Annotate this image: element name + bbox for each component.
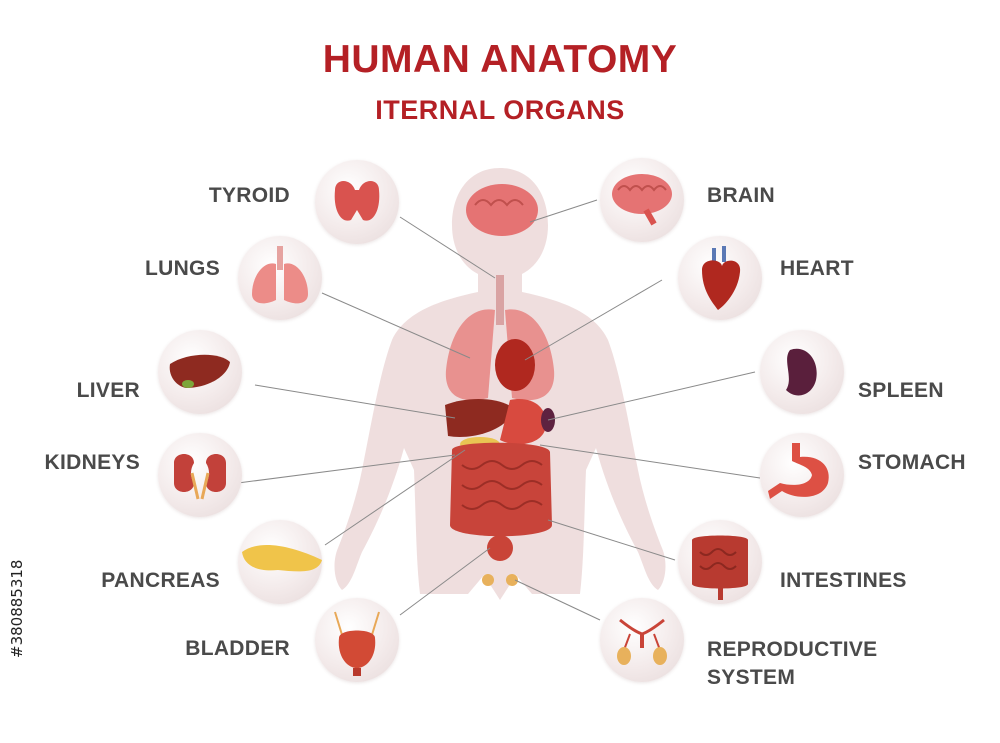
label-stomach: STOMACH [858,451,966,474]
stock-id-text: #380885318 [8,559,26,658]
heart-icon [702,246,741,310]
label-reproductive-line2: SYSTEM [707,666,796,689]
line-tyroid [399,216,496,279]
line-bladder [399,547,491,616]
label-reproductive-line1: REPRODUCTIVE [707,638,878,661]
intestines-circle [678,520,762,604]
spleen-circle [760,330,844,414]
line-reproductive [514,579,601,621]
body-testis-left [482,574,494,586]
liver-circle [158,330,242,414]
spleen-icon [786,348,817,396]
liver-icon [169,354,230,388]
silhouette-shape [334,168,666,600]
stock-id-watermark: #380885318 [8,498,32,658]
tyroid-circle [315,160,399,244]
reproductive-circle [600,598,684,682]
stomach-icon [768,443,829,499]
label-brain: BRAIN [707,184,775,207]
line-stomach [539,444,761,479]
page-subtitle: ITERNAL ORGANS [375,95,625,125]
label-kidneys: KIDNEYS [44,451,140,474]
brain-icon [612,174,672,226]
page-title: HUMAN ANATOMY [322,38,678,81]
label-lungs: LUNGS [145,257,220,280]
body-brain [466,184,538,236]
label-liver: LIVER [76,379,140,402]
line-pancreas [324,449,466,546]
body-intestine-coils [461,460,543,510]
label-heart: HEART [780,257,854,280]
body-stomach [500,399,546,445]
line-lungs [321,292,471,359]
body-brain-folds [474,199,524,207]
pancreas-circle [238,520,322,604]
label-intestines: INTESTINES [780,569,907,592]
label-bladder: BLADDER [185,637,290,660]
lungs-icon [252,246,308,304]
kidneys-circle [158,433,242,517]
body-testis-right [506,574,518,586]
line-kidneys [237,454,456,484]
tyroid-icon [334,181,380,221]
pancreas-icon [242,545,322,572]
heart-circle [678,236,762,320]
kidneys-icon [174,454,226,500]
line-spleen [547,371,756,421]
line-brain [529,199,598,223]
body-trachea [496,275,504,325]
bladder-icon [334,611,380,676]
body-bladder [487,535,513,561]
line-liver [254,384,456,419]
reproductive-icon [617,618,667,665]
body-intestines [450,442,552,537]
body-liver [445,398,515,437]
intestines-icon [692,535,748,600]
label-spleen: SPLEEN [858,379,944,402]
stomach-circle [760,433,844,517]
line-heart [524,279,663,361]
internal-organs [445,184,555,586]
lungs-circle [238,236,322,320]
label-pancreas: PANCREAS [101,569,220,592]
label-tyroid: TYROID [208,184,290,207]
brain-circle [600,158,684,242]
line-intestines [547,519,676,561]
bladder-circle [315,598,399,682]
body-heart [495,339,535,391]
body-lung-left [445,309,495,401]
